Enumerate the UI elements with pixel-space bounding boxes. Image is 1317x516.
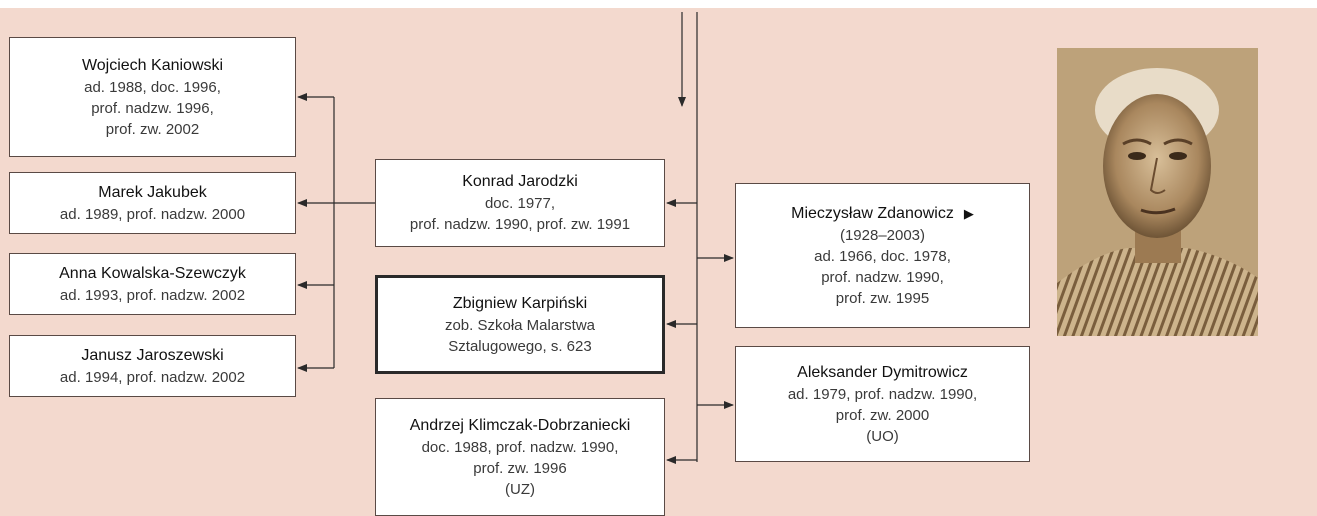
node-klimczak: Andrzej Klimczak-Dobrzaniecki doc. 1988,…	[375, 398, 665, 516]
node-detail: Sztalugowego, s. 623	[448, 337, 592, 355]
node-name: Aleksander Dymitrowicz	[797, 363, 968, 381]
node-detail: prof. nadzw. 1996,	[91, 99, 214, 117]
node-name: Wojciech Kaniowski	[81, 56, 224, 74]
node-name: Marek Jakubek	[98, 183, 207, 201]
node-detail: ad. 1993, prof. nadzw. 2002	[59, 286, 246, 304]
node-name: Andrzej Klimczak-Dobrzaniecki	[409, 416, 631, 434]
node-name: Janusz Jaroszewski	[81, 346, 224, 364]
node-name-text: Mieczysław Zdanowicz	[791, 204, 954, 222]
node-jaroszewski: Janusz Jaroszewski ad. 1994, prof. nadzw…	[9, 335, 296, 397]
node-jarodzki: Konrad Jarodzki doc. 1977, prof. nadzw. …	[375, 159, 665, 247]
node-name: Konrad Jarodzki	[462, 173, 578, 190]
portrait-photo	[1057, 48, 1258, 336]
node-detail: prof. nadzw. 1990,	[821, 268, 944, 286]
node-dymitrowicz: Aleksander Dymitrowicz ad. 1979, prof. n…	[735, 346, 1030, 462]
node-name: Zbigniew Karpiński	[452, 294, 588, 312]
node-kaniowski: Wojciech Kaniowski ad. 1988, doc. 1996, …	[9, 37, 296, 157]
node-detail: prof. zw. 2000	[835, 406, 930, 424]
node-detail: doc. 1977,	[484, 195, 556, 212]
node-detail: ad. 1979, prof. nadzw. 1990,	[787, 385, 978, 403]
node-detail: zob. Szkoła Malarstwa	[444, 316, 596, 334]
portrait-image	[1057, 48, 1258, 336]
node-detail: doc. 1988, prof. nadzw. 1990,	[421, 438, 619, 456]
node-zdanowicz: Mieczysław Zdanowicz ▶ (1928–2003) ad. 19…	[735, 183, 1030, 328]
node-name: Anna Kowalska-Szewczyk	[59, 264, 246, 282]
node-detail: prof. zw. 1995	[835, 289, 930, 307]
top-band	[0, 0, 1317, 8]
node-detail: ad. 1988, doc. 1996,	[84, 78, 221, 96]
node-detail: (UO)	[866, 427, 899, 445]
node-detail: ad. 1966, doc. 1978,	[814, 247, 951, 265]
node-detail: ad. 1994, prof. nadzw. 2002	[59, 368, 246, 386]
node-detail: (1928–2003)	[839, 226, 926, 244]
node-name: Mieczysław Zdanowicz ▶	[791, 203, 974, 225]
node-karpinski: Zbigniew Karpiński zob. Szkoła Malarstwa…	[375, 275, 665, 374]
triangle-right-icon[interactable]: ▶	[963, 205, 974, 221]
node-detail: prof. zw. 2002	[105, 120, 200, 138]
node-detail: prof. zw. 1996	[473, 459, 567, 477]
node-detail: prof. nadzw. 1990, prof. zw. 1991	[409, 216, 631, 233]
node-kowalska: Anna Kowalska-Szewczyk ad. 1993, prof. n…	[9, 253, 296, 315]
node-detail: ad. 1989, prof. nadzw. 2000	[59, 205, 246, 223]
node-detail: (UZ)	[505, 480, 535, 498]
node-jakubek: Marek Jakubek ad. 1989, prof. nadzw. 200…	[9, 172, 296, 234]
